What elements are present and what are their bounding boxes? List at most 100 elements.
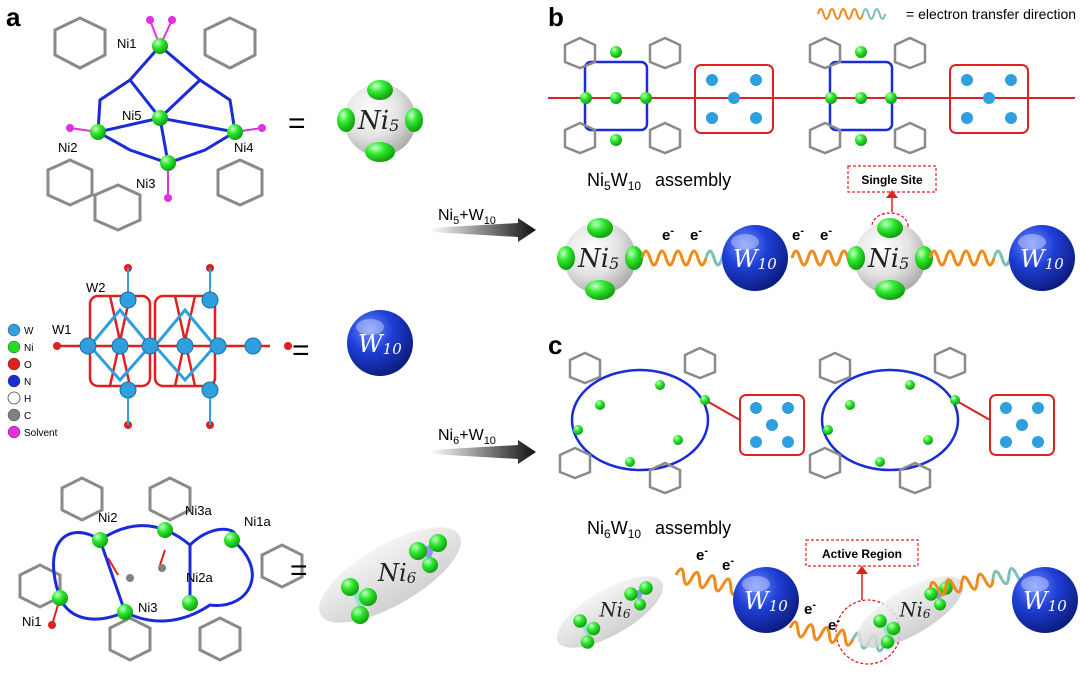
b-ni5-symbol-2: Ni5 (847, 218, 933, 300)
b-electron-1: e (662, 227, 670, 244)
b-electron-4-sup: - (828, 225, 832, 237)
b-electron-3-sup: - (800, 225, 804, 237)
svg-text:e-: e- (722, 555, 734, 574)
b-ni5-2-sub: 5 (899, 254, 909, 273)
ni6-atom-ni3a: Ni3a (185, 503, 213, 518)
c-electron-1-sup: - (704, 545, 708, 557)
ni6-symbol: Ni6 (305, 509, 475, 641)
ni6-symbol-text: Ni (377, 559, 407, 587)
b-w10-1-sub: 10 (758, 255, 778, 273)
electron-legend: = electron transfer direction (816, 6, 1076, 22)
c-ni6-2-sub: 6 (923, 607, 931, 621)
ni5-symbol-text: Ni (357, 106, 389, 136)
svg-text:W10: W10 (358, 330, 402, 358)
c-electron-4: e (828, 617, 836, 634)
equals-sign-2: = (292, 334, 310, 367)
ni5-atom-ni2: Ni2 (58, 140, 78, 155)
single-site-callout: Single Site (847, 165, 937, 240)
element-legend: W Ni O N H C Solvent (7, 323, 58, 439)
svg-text:Ni5+W10: Ni5+W10 (438, 207, 496, 227)
svg-text:W10: W10 (744, 587, 788, 615)
w10-symbol: W10 (347, 310, 413, 376)
element-legend-item: Solvent (7, 425, 58, 439)
svg-text:Ni5: Ni5 (867, 244, 909, 274)
panel-b-label: b (548, 2, 564, 32)
svg-text:W10: W10 (733, 245, 777, 273)
b-ni5-1-sub: 5 (609, 254, 619, 273)
b-w10-2-text: W (1020, 245, 1047, 273)
b-w10-1-text: W (733, 245, 760, 273)
c-electron-3-sup: - (812, 599, 816, 611)
active-region-text: Active Region (822, 547, 902, 561)
ni6-symbol-sub: 6 (407, 569, 417, 587)
c-w10-symbol-2: W10 (1012, 567, 1078, 633)
c-w10-symbol-1: W10 (733, 567, 799, 633)
w10-symbol-sub: 10 (383, 340, 403, 358)
equals-sign-3: = (290, 554, 308, 587)
assembly-b-ni-sub: 5 (604, 179, 611, 193)
c-ni6-symbol-1: Ni6 (546, 562, 674, 662)
active-region-callout: Active Region (805, 539, 919, 665)
svg-text:e-: e- (820, 225, 832, 244)
svg-text:e-: e- (690, 225, 702, 244)
w10-atom-w1: W1 (52, 322, 72, 337)
arrow-bottom-plus-w: +W (459, 427, 484, 444)
c-electron-3: e (804, 601, 812, 618)
svg-text:Ni5: Ni5 (357, 106, 399, 136)
assembly-c-ni-sub: 6 (604, 527, 611, 541)
ni6w10-chain-structure (558, 346, 1055, 495)
ni5-atom-ni3: Ni3 (136, 176, 156, 191)
ni5w10-schematic: Ni5 W10 Ni5 W10 e- e- e- e- (557, 218, 1075, 300)
element-legend-label-3: N (24, 377, 31, 388)
ni6-atom-ni1a: Ni1a (244, 514, 272, 529)
arrow-top-ni: Ni (438, 207, 453, 224)
svg-text:e-: e- (828, 615, 840, 634)
assembly-b-w-sub: 10 (628, 179, 642, 193)
ni6w10-schematic: Ni6 W10 Ni6 W10 e- e- e- e- (546, 545, 1078, 662)
ni5-atom-ni5: Ni5 (122, 108, 142, 123)
ni6-atom-ni2: Ni2 (98, 510, 118, 525)
assembly-c-w: W (611, 518, 628, 538)
c-w10-2-text: W (1023, 587, 1050, 615)
arrow-top-w-sub: 10 (484, 215, 496, 227)
assembly-b-ni: Ni (587, 170, 604, 190)
b-ni5-symbol-1: Ni5 (557, 218, 643, 300)
svg-text:e-: e- (804, 599, 816, 618)
element-legend-item: O (7, 357, 32, 371)
svg-text:Ni6: Ni6 (899, 599, 931, 622)
svg-text:Ni6: Ni6 (377, 559, 417, 587)
b-electron-3: e (792, 227, 800, 244)
element-legend-item: N (7, 374, 31, 388)
ni5w10-chain-structure (548, 36, 1075, 155)
b-electron-1-sup: - (670, 225, 674, 237)
assembly-b-word: assembly (655, 170, 731, 190)
element-legend-item: H (7, 391, 31, 405)
assembly-c-ni: Ni (587, 518, 604, 538)
ni6-atom-ni1: Ni1 (22, 614, 42, 629)
c-w10-1-sub: 10 (769, 597, 789, 615)
arrow-top-ni-sub: 5 (453, 215, 459, 227)
svg-text:e-: e- (792, 225, 804, 244)
svg-text:Ni5: Ni5 (577, 244, 619, 274)
single-site-text: Single Site (861, 173, 923, 187)
c-ni6-1-text: Ni (599, 599, 623, 622)
element-legend-label-1: Ni (24, 343, 33, 354)
b-w10-symbol-1: W10 (722, 225, 788, 291)
svg-text:e-: e- (696, 545, 708, 564)
b-w10-2-sub: 10 (1045, 255, 1065, 273)
svg-text:W10: W10 (1023, 587, 1067, 615)
b-electron-2-sup: - (698, 225, 702, 237)
element-legend-label-4: H (24, 394, 31, 405)
element-legend-label-0: W (24, 326, 34, 337)
assembly-b-label: Ni5W10 assembly (587, 170, 731, 193)
element-legend-item: C (7, 408, 31, 422)
svg-text:W10: W10 (1020, 245, 1064, 273)
c-w10-1-text: W (744, 587, 771, 615)
b-w10-symbol-2: W10 (1009, 225, 1075, 291)
assembly-b-w: W (611, 170, 628, 190)
b-ni5-2-text: Ni (867, 244, 899, 274)
ni5-atom-ni4: Ni4 (234, 140, 254, 155)
panel-c-label: c (548, 330, 562, 360)
